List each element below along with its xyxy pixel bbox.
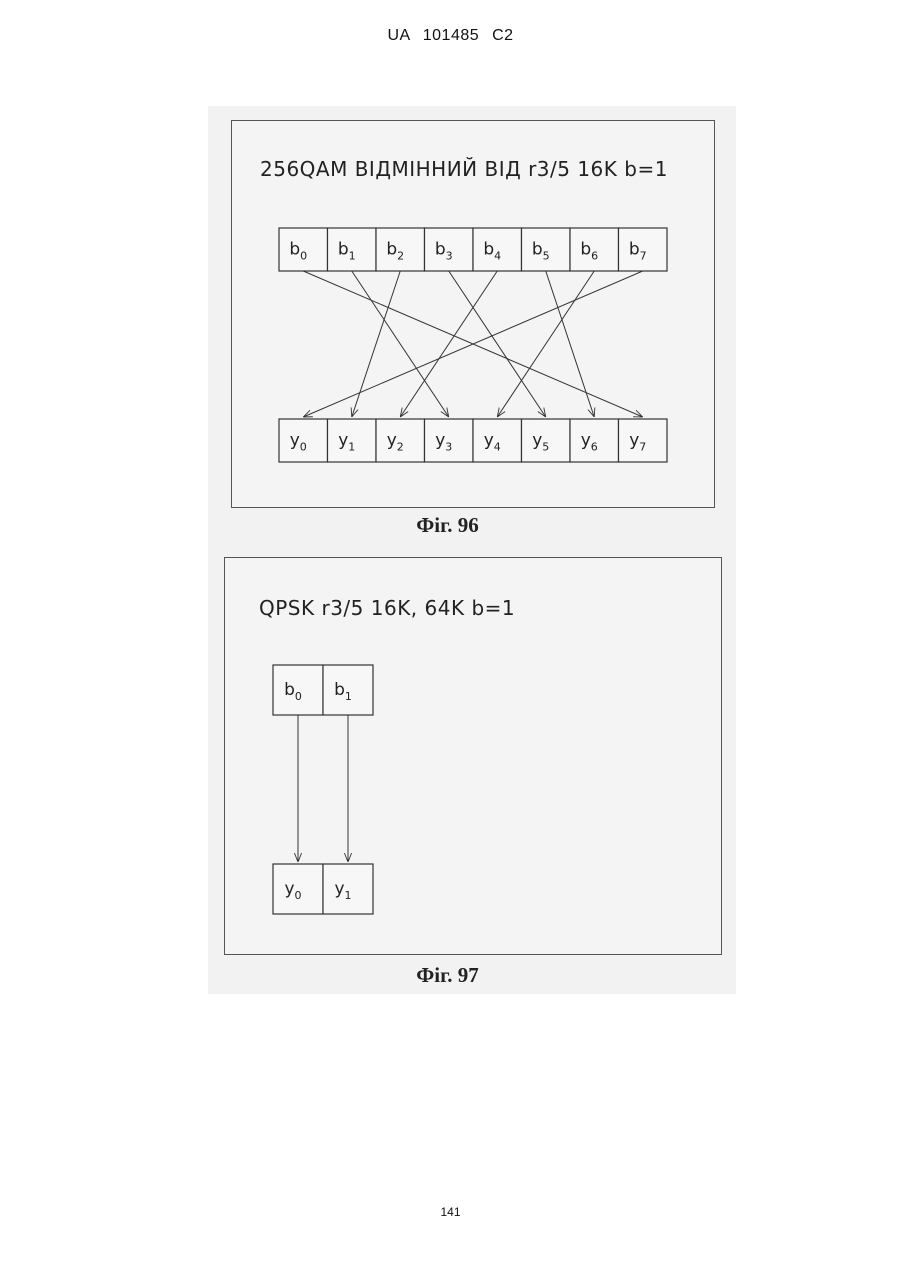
input-bit-cell-7: b7 xyxy=(619,228,668,271)
page-number: 141 xyxy=(0,1205,901,1219)
output-symbol-cell-1: y1 xyxy=(323,864,373,914)
output-symbol-cell-0: y0 xyxy=(279,419,328,462)
figure-96-caption: Фіг. 96 xyxy=(0,513,898,538)
input-bit-cell-1: b1 xyxy=(323,665,373,715)
figure-97-panel: QPSK r3/5 16K, 64K b=1 b0b1y0y1 xyxy=(224,557,722,955)
output-symbol-cell-1: y1 xyxy=(328,419,377,462)
mapping-arrow-b1-to-y3 xyxy=(352,271,449,417)
input-bit-cell-0: b0 xyxy=(273,665,323,715)
output-symbol-cell-7: y7 xyxy=(619,419,668,462)
document-header: UA 101485 C2 xyxy=(0,27,901,45)
input-bit-cell-0: b0 xyxy=(279,228,328,271)
output-symbol-cell-5: y5 xyxy=(522,419,571,462)
figure-97-caption: Фіг. 97 xyxy=(0,963,898,988)
figure-96-panel: 256QAM ВІДМІННИЙ ВІД r3/5 16K b=1 b0b1b2… xyxy=(231,120,715,508)
input-bit-cell-1: b1 xyxy=(328,228,377,271)
mapping-arrow-b5-to-y6 xyxy=(546,271,595,417)
input-bit-cell-4: b4 xyxy=(473,228,522,271)
figure-97-bit-interleaver-diagram: b0b1 y0y1 xyxy=(225,558,723,956)
output-symbol-cell-0: y0 xyxy=(273,864,323,914)
output-symbol-cell-4: y4 xyxy=(473,419,522,462)
input-bit-cell-6: b6 xyxy=(570,228,619,271)
mapping-arrow-b4-to-y2 xyxy=(400,271,497,417)
mapping-arrow-b2-to-y1 xyxy=(352,271,401,417)
output-symbol-cell-3: y3 xyxy=(425,419,474,462)
output-symbol-cell-2: y2 xyxy=(376,419,425,462)
input-bit-cell-5: b5 xyxy=(522,228,571,271)
figure-96-bit-interleaver-diagram: b0b1b2b3b4b5b6b7 y0y1y2y3y4y5y6y7 xyxy=(232,121,716,509)
mapping-arrow-b3-to-y5 xyxy=(449,271,546,417)
mapping-arrow-b6-to-y4 xyxy=(497,271,594,417)
output-symbol-cell-6: y6 xyxy=(570,419,619,462)
input-bit-cell-2: b2 xyxy=(376,228,425,271)
input-bit-cell-3: b3 xyxy=(425,228,474,271)
